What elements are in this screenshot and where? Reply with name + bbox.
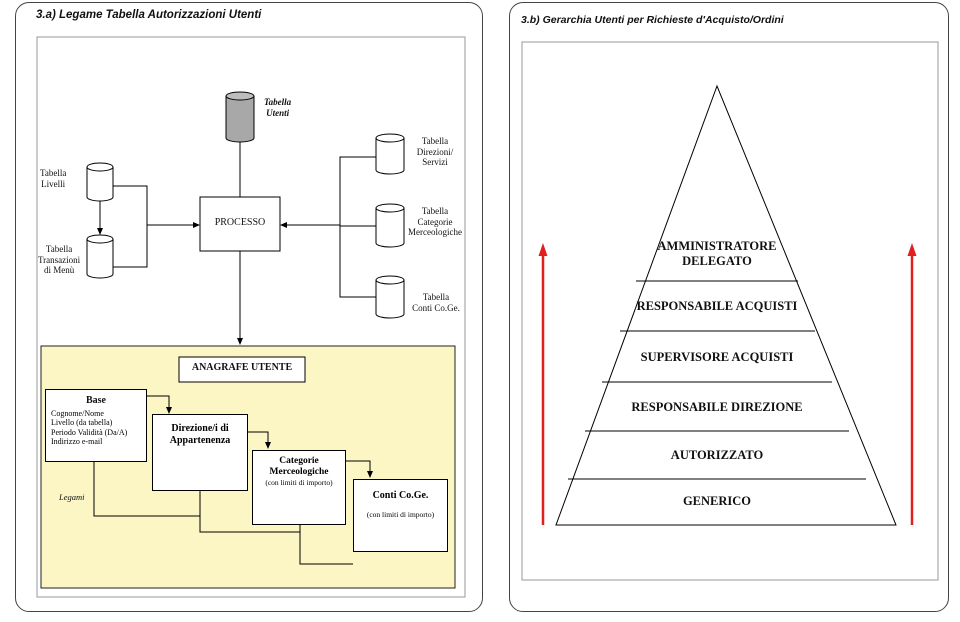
right-red-arrow-icon [907, 243, 917, 525]
left-red-arrow-icon [538, 243, 548, 525]
tier-label: AMMINISTRATORE DELEGATO [657, 239, 777, 268]
panel-b-title: 3.b) Gerarchia Utenti per Richieste d'Ac… [521, 14, 784, 26]
tier-label: GENERICO [682, 494, 752, 508]
direzione-title: Direzione/i di Appartenenza [153, 423, 247, 447]
categorie-note: (con limiti di importo) [265, 478, 333, 487]
tabella-categorie-label-line: Categorie [417, 216, 453, 227]
direzione-title-line: Appartenenza [169, 435, 231, 446]
categorie-title-line: Categorie [279, 456, 319, 466]
legami-arrowheads [166, 407, 373, 478]
base-field: Periodo Validità (Da/A) [51, 427, 128, 437]
tabella-direzioni-database-icon [375, 133, 405, 175]
pyramid-tier-lines [568, 280, 866, 480]
tabella-livelli-label-line: Livelli [41, 178, 66, 189]
tabella-transazioni-label-line: Tabella [45, 244, 73, 254]
legami-links [93, 395, 371, 565]
tier-label: AUTORIZZATO [670, 448, 764, 462]
tier-label: RESPONSABILE ACQUISTI [636, 299, 798, 313]
processo-box [199, 196, 281, 252]
base-field: Indirizzo e-mail [51, 437, 103, 446]
anagrafe-box [178, 356, 306, 383]
tabella-utenti-label-line: Tabella [264, 97, 292, 107]
direzione-box: Direzione/i di Appartenenza [152, 414, 248, 491]
tabella-direzioni-label-line: Direzioni/ [416, 146, 454, 157]
direzione-title-line: Direzione/i di [171, 423, 229, 434]
tabella-direzioni-label-line: Servizi [422, 157, 448, 167]
tabella-transazioni-label-line: Transazioni [38, 254, 81, 265]
categorie-box: Categorie Merceologiche (con limiti di i… [252, 450, 346, 525]
tabella-categorie-label-line: Merceologiche [408, 227, 462, 237]
tabella-utenti-database-icon [225, 91, 255, 143]
tabella-transazioni-database-icon [86, 234, 114, 279]
pyramid-outline [555, 84, 897, 526]
panel-a-title: 3.a) Legame Tabella Autorizzazioni Utent… [36, 9, 262, 21]
tabella-transazioni-label-line: di Menù [43, 265, 75, 275]
categorie-title: Categorie Merceologiche [253, 456, 345, 478]
categorie-title-line: Merceologiche [269, 467, 329, 477]
tabella-categorie-database-icon [375, 203, 405, 248]
tabella-transazioni-label: Tabella Transazioni di Menù [38, 244, 80, 276]
base-box: Base Cognome/Nome Livello (da tabella) P… [45, 389, 147, 462]
tabella-conti-label-line: Conti Co.Ge. [412, 302, 460, 313]
arrowheads [97, 222, 287, 345]
tabella-livelli-label: Tabella Livelli [40, 168, 66, 189]
tabella-categorie-label-line: Tabella [421, 206, 449, 216]
conti-box: Conti Co.Ge. (con limiti di importo) [353, 479, 448, 552]
base-field: Livello (da tabella) [51, 418, 113, 427]
tabella-conti-label-line: Tabella [422, 292, 450, 302]
tier-amministratore: AMMINISTRATORE DELEGATO [648, 239, 786, 269]
tabella-conti-label: Tabella Conti Co.Ge. [408, 292, 464, 313]
processo-label: PROCESSO [214, 217, 266, 228]
anagrafe-label: ANAGRAFE UTENTE [191, 362, 293, 373]
tier-label: SUPERVISORE ACQUISTI [640, 350, 794, 364]
conti-note: (con limiti di importo) [366, 510, 435, 519]
base-title: Base [86, 395, 106, 406]
tabella-utenti-label: Tabella Utenti [264, 97, 291, 118]
tabella-categorie-label: Tabella Categorie Merceologiche [404, 206, 466, 238]
tabella-direzioni-label: Tabella Direzioni/ Servizi [412, 136, 458, 168]
connector-lines [99, 142, 376, 340]
base-field-list: Cognome/Nome Livello (da tabella) Period… [46, 409, 146, 447]
tabella-conti-database-icon [375, 275, 405, 319]
base-field: Cognome/Nome [51, 408, 104, 418]
legami-label: Legami [59, 492, 85, 502]
tabella-livelli-database-icon [86, 162, 114, 202]
tabella-utenti-label-line: Utenti [266, 107, 290, 118]
tabella-livelli-label-line: Tabella [40, 168, 67, 178]
tier-label: RESPONSABILE DIREZIONE [631, 400, 803, 414]
conti-title: Conti Co.Ge. [372, 490, 429, 501]
tabella-direzioni-label-line: Tabella [421, 136, 449, 146]
